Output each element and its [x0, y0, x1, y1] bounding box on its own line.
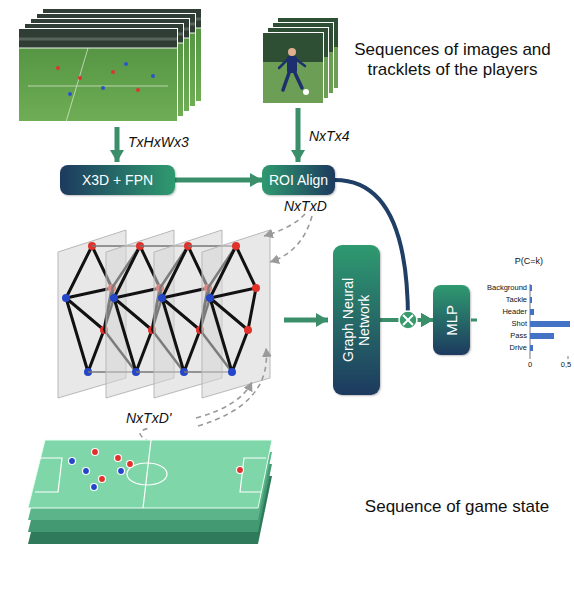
input-arrow — [115, 127, 120, 162]
axis-tick: 0,5 — [558, 360, 574, 369]
game-state-fields — [28, 440, 272, 544]
axis-tick: 0 — [525, 360, 535, 369]
input-caption: Sequences of images and tracklets of the… — [345, 40, 560, 81]
node-text: Graph Neural Network — [340, 261, 372, 379]
input-arrow — [296, 108, 301, 162]
connector-arrow — [175, 178, 262, 183]
class-name: Header — [472, 307, 527, 316]
class-name: Pass — [472, 331, 527, 340]
node-text: ROI Align — [269, 172, 328, 188]
connector-arrow — [380, 318, 433, 322]
chart-title: P(C=k) — [504, 256, 554, 267]
class-name: Tackle — [472, 295, 527, 304]
graph-arrow — [284, 318, 328, 323]
player-crops — [262, 17, 339, 104]
backbone-box: X3D + FPN — [60, 165, 175, 195]
gnn-box: Graph Neural Network — [333, 245, 380, 395]
probability-chart — [530, 284, 570, 359]
tensor-shape: TxHxWx3 — [128, 134, 208, 151]
dashed-arrows — [140, 214, 312, 442]
tensor-shape: NxTxD' — [126, 410, 196, 427]
class-name: Shot — [472, 319, 527, 328]
output-arrow — [471, 319, 477, 322]
class-name: Background — [472, 283, 527, 292]
state-caption: Sequence of game state — [352, 497, 562, 517]
tensor-shape: NxTx4 — [309, 128, 369, 145]
graph-illustration — [58, 230, 270, 398]
multiply-symbol — [399, 311, 417, 329]
node-text: MLP — [443, 305, 460, 336]
node-text: X3D + FPN — [82, 172, 153, 188]
mlp-box: MLP — [433, 285, 470, 355]
roi-align-box: ROI Align — [262, 165, 335, 195]
class-name: Drive — [472, 343, 527, 352]
video-frames — [18, 8, 202, 122]
tensor-shape: NxTxD — [284, 198, 344, 215]
